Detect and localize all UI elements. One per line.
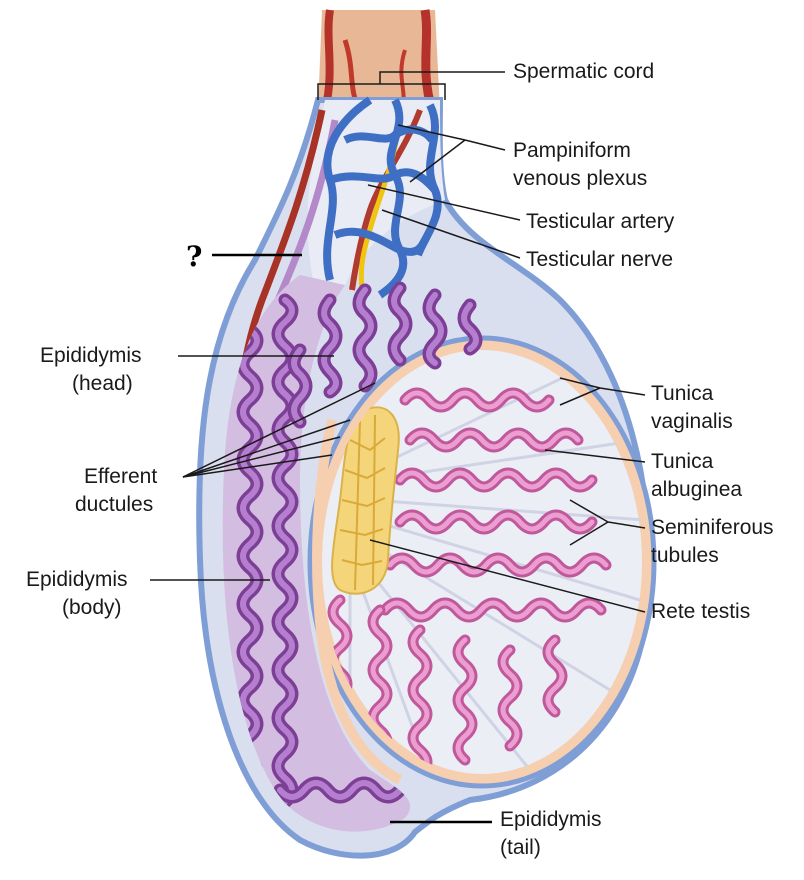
labels: ? Spermatic cord Pampiniform venous plex… xyxy=(26,60,774,859)
label-tunica-vaginalis-line2: vaginalis xyxy=(651,410,733,433)
label-testicular-artery: Testicular artery xyxy=(526,210,675,233)
label-tunica-albuginea-line1: Tunica xyxy=(651,450,714,473)
epididymis xyxy=(222,275,483,832)
unknown-marker: ? xyxy=(186,240,202,273)
label-seminiferous-line1: Seminiferous xyxy=(651,516,774,539)
label-epididymis-tail-line2: (tail) xyxy=(500,836,541,859)
leader-lines xyxy=(150,71,646,824)
label-tunica-albuginea-line2: albuginea xyxy=(651,478,742,501)
label-seminiferous-line2: tubules xyxy=(651,544,719,567)
label-spermatic-cord: Spermatic cord xyxy=(513,60,654,83)
label-epididymis-head-line2: (head) xyxy=(72,372,133,395)
label-testicular-nerve: Testicular nerve xyxy=(526,248,673,271)
label-efferent-line1: Efferent xyxy=(84,465,157,488)
rete-testis xyxy=(331,406,400,595)
label-epididymis-body-line1: Epididymis xyxy=(26,568,128,591)
testis xyxy=(307,335,657,789)
label-efferent-line2: ductules xyxy=(75,493,153,516)
pampiniform-plexus xyxy=(323,96,442,299)
label-pampiniform-line1: Pampiniform xyxy=(513,139,631,162)
label-rete-testis: Rete testis xyxy=(651,600,750,623)
epididymis-head xyxy=(287,281,483,429)
label-pampiniform-line2: venous plexus xyxy=(513,167,647,190)
spermatic-cord xyxy=(318,9,440,112)
label-tunica-vaginalis-line1: Tunica xyxy=(651,382,714,405)
label-epididymis-tail-line1: Epididymis xyxy=(500,808,602,831)
label-epididymis-body-line2: (body) xyxy=(62,596,122,619)
seminiferous-tubule-group xyxy=(327,358,644,775)
testicular-artery-vessel xyxy=(349,108,423,291)
label-epididymis-head-line1: Epididymis xyxy=(40,344,142,367)
